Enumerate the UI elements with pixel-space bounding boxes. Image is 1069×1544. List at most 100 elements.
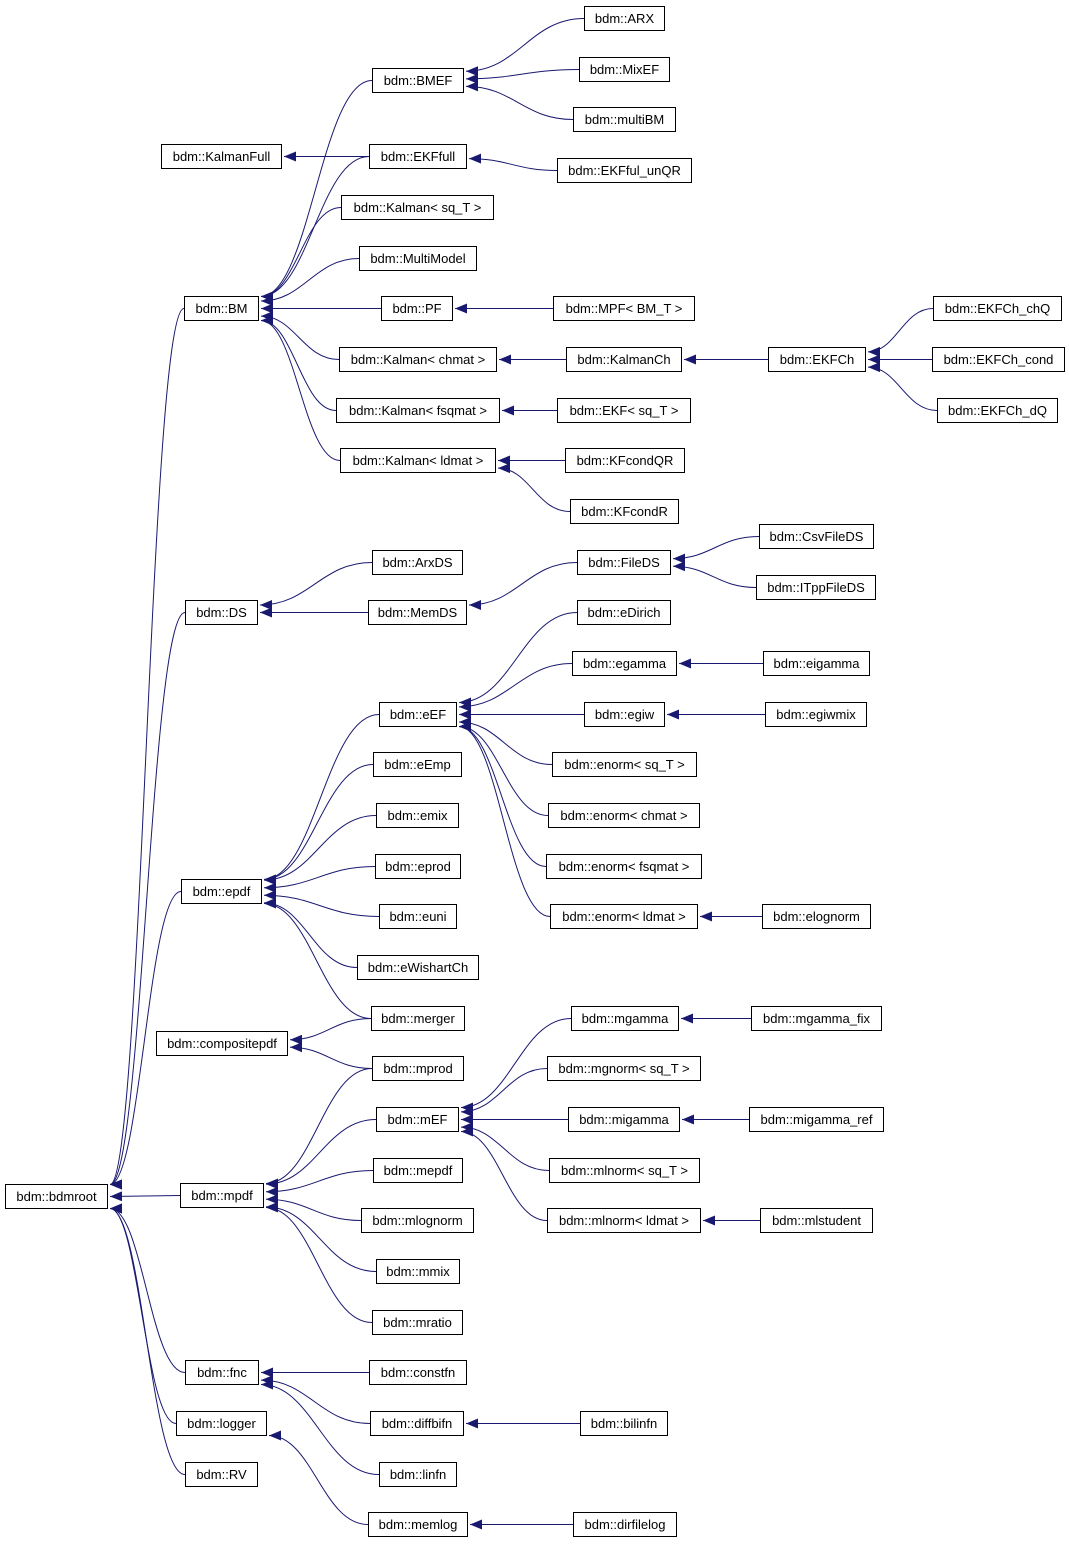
node-bm[interactable]: bdm::BM [184, 296, 259, 321]
node-multimodel[interactable]: bdm::MultiModel [359, 246, 477, 271]
node-enorm-sq-t[interactable]: bdm::enorm< sq_T > [552, 752, 697, 777]
node-csvfileds[interactable]: bdm::CsvFileDS [759, 524, 874, 549]
node-mepdf[interactable]: bdm::mepdf [373, 1158, 463, 1183]
node-ekfch[interactable]: bdm::EKFCh [768, 347, 866, 372]
edge-mgnorm_sqt-to-mef [460, 1068, 548, 1117]
node-ds[interactable]: bdm::DS [185, 600, 258, 625]
node-bmef[interactable]: bdm::BMEF [372, 68, 464, 93]
node-migamma-ref[interactable]: bdm::migamma_ref [749, 1107, 884, 1132]
node-fileds[interactable]: bdm::FileDS [577, 550, 671, 575]
node-ekfch-dq[interactable]: bdm::EKFCh_dQ [937, 398, 1058, 423]
node-pf[interactable]: bdm::PF [381, 296, 453, 321]
node-arxds[interactable]: bdm::ArxDS [372, 550, 463, 575]
edge-eprod-to-epdf [263, 866, 376, 893]
node-epdf[interactable]: bdm::epdf [181, 879, 262, 904]
edge-rv-to-bdmroot [109, 1203, 186, 1475]
node-mixef[interactable]: bdm::MixEF [579, 57, 670, 82]
node-kalman-ldmat[interactable]: bdm::Kalman< ldmat > [340, 448, 496, 473]
node-kfcondqr[interactable]: bdm::KFcondQR [565, 448, 685, 473]
node-mgamma-fix[interactable]: bdm::mgamma_fix [751, 1006, 882, 1031]
node-ekfch-cond[interactable]: bdm::EKFCh_cond [932, 347, 1065, 372]
node-memds[interactable]: bdm::MemDS [368, 600, 467, 625]
edge-eef-to-epdf [263, 714, 380, 885]
node-emix[interactable]: bdm::emix [376, 803, 459, 828]
node-eemp[interactable]: bdm::eEmp [373, 752, 462, 777]
edge-mixef-to-bmef [465, 69, 580, 84]
node-elognorm[interactable]: bdm::elognorm [762, 904, 871, 929]
node-merger[interactable]: bdm::merger [371, 1006, 465, 1031]
node-egiw[interactable]: bdm::egiw [584, 702, 665, 727]
node-ekffulunqr[interactable]: bdm::EKFful_unQR [557, 158, 692, 183]
node-kalmanfull[interactable]: bdm::KalmanFull [161, 144, 282, 169]
node-migamma[interactable]: bdm::migamma [568, 1107, 680, 1132]
node-mmix[interactable]: bdm::mmix [376, 1259, 460, 1284]
edge-bmef-to-bm [260, 80, 373, 302]
node-bilinfn[interactable]: bdm::bilinfn [580, 1411, 668, 1436]
node-kalman-sq-t[interactable]: bdm::Kalman< sq_T > [341, 195, 494, 220]
edge-mlognorm-to-mpdf [265, 1194, 362, 1221]
node-multibm[interactable]: bdm::multiBM [573, 107, 676, 132]
node-ewishartch[interactable]: bdm::eWishartCh [357, 955, 479, 980]
edge-memlog-to-logger [268, 1430, 369, 1525]
node-mef[interactable]: bdm::mEF [376, 1107, 459, 1132]
node-kfcondr[interactable]: bdm::KFcondR [570, 499, 679, 524]
node-euni[interactable]: bdm::euni [379, 904, 457, 929]
node-mgnorm-sq-t[interactable]: bdm::mgnorm< sq_T > [547, 1056, 701, 1081]
node-bdmroot[interactable]: bdm::bdmroot [5, 1184, 108, 1209]
node-kalman-fsqmat[interactable]: bdm::Kalman< fsqmat > [336, 398, 500, 423]
node-mpdf[interactable]: bdm::mpdf [180, 1183, 264, 1208]
edge-enorm_chmat-to-eef [458, 721, 549, 816]
edge-enorm_fsqmat-to-eef [458, 721, 547, 867]
node-linfn[interactable]: bdm::linfn [379, 1462, 457, 1487]
node-mlognorm[interactable]: bdm::mlognorm [361, 1208, 474, 1233]
node-mlstudent[interactable]: bdm::mlstudent [760, 1208, 873, 1233]
node-logger[interactable]: bdm::logger [176, 1411, 267, 1436]
node-fnc[interactable]: bdm::fnc [185, 1360, 259, 1385]
edge-arxds-to-ds [259, 562, 373, 610]
node-ekf-sq-t[interactable]: bdm::EKF< sq_T > [557, 398, 691, 423]
node-kalman-chmat[interactable]: bdm::Kalman< chmat > [339, 347, 497, 372]
edge-kalman_fsqmat-to-bm [260, 315, 337, 411]
node-arx[interactable]: bdm::ARX [584, 6, 665, 31]
node-egamma[interactable]: bdm::egamma [572, 651, 677, 676]
node-mratio[interactable]: bdm::mratio [372, 1310, 463, 1335]
node-egiwmix[interactable]: bdm::egiwmix [765, 702, 867, 727]
edge-mprod-to-compositepdf [289, 1042, 373, 1069]
node-enorm-chmat[interactable]: bdm::enorm< chmat > [548, 803, 700, 828]
node-diffbifn[interactable]: bdm::diffbifn [370, 1411, 464, 1436]
node-rv[interactable]: bdm::RV [185, 1462, 258, 1487]
edge-linfn-to-fnc [260, 1379, 380, 1475]
edge-emix-to-epdf [263, 815, 377, 886]
node-kalmanch[interactable]: bdm::KalmanCh [566, 347, 682, 372]
edge-csvfileds-to-fileds [672, 536, 760, 564]
node-mprod[interactable]: bdm::mprod [372, 1056, 464, 1081]
node-mlnorm-ldmat[interactable]: bdm::mlnorm< ldmat > [547, 1208, 701, 1233]
node-eprod[interactable]: bdm::eprod [375, 854, 461, 879]
node-eef[interactable]: bdm::eEF [379, 702, 457, 727]
node-compositepdf[interactable]: bdm::compositepdf [156, 1031, 288, 1056]
edge-egamma-to-eef [458, 663, 573, 712]
node-mlnorm-sq-t[interactable]: bdm::mlnorm< sq_T > [549, 1158, 700, 1183]
edge-ekffulunqr-to-ekffull [468, 153, 558, 171]
edge-merger-to-epdf [263, 898, 372, 1019]
edge-merger-to-compositepdf [289, 1018, 372, 1045]
edge-enorm_sqt-to-eef [458, 717, 553, 765]
node-itppfileds[interactable]: bdm::ITppFileDS [756, 575, 876, 600]
node-eigamma[interactable]: bdm::eigamma [763, 651, 870, 676]
node-edirich[interactable]: bdm::eDirich [577, 600, 671, 625]
edge-mlnorm_sqt-to-mef [460, 1122, 550, 1171]
node-enorm-fsqmat[interactable]: bdm::enorm< fsqmat > [546, 854, 702, 879]
node-memlog[interactable]: bdm::memlog [368, 1512, 468, 1537]
node-ekffull[interactable]: bdm::EKFfull [369, 144, 467, 169]
node-dirfilelog[interactable]: bdm::dirfilelog [573, 1512, 677, 1537]
node-mgamma[interactable]: bdm::mgamma [571, 1006, 679, 1031]
edge-multimodel-to-bm [260, 258, 360, 306]
edge-mprod-to-mpdf [265, 1068, 373, 1189]
node-mpf-bm-t[interactable]: bdm::MPF< BM_T > [553, 296, 695, 321]
node-ekfch-chq[interactable]: bdm::EKFCh_chQ [933, 296, 1062, 321]
node-enorm-ldmat[interactable]: bdm::enorm< ldmat > [550, 904, 698, 929]
edge-diffbifn-to-fnc [260, 1375, 371, 1424]
node-constfn[interactable]: bdm::constfn [369, 1360, 467, 1385]
edge-enorm_ldmat-to-eef [458, 721, 551, 917]
edge-kalman_sqt-to-bm [260, 207, 342, 302]
